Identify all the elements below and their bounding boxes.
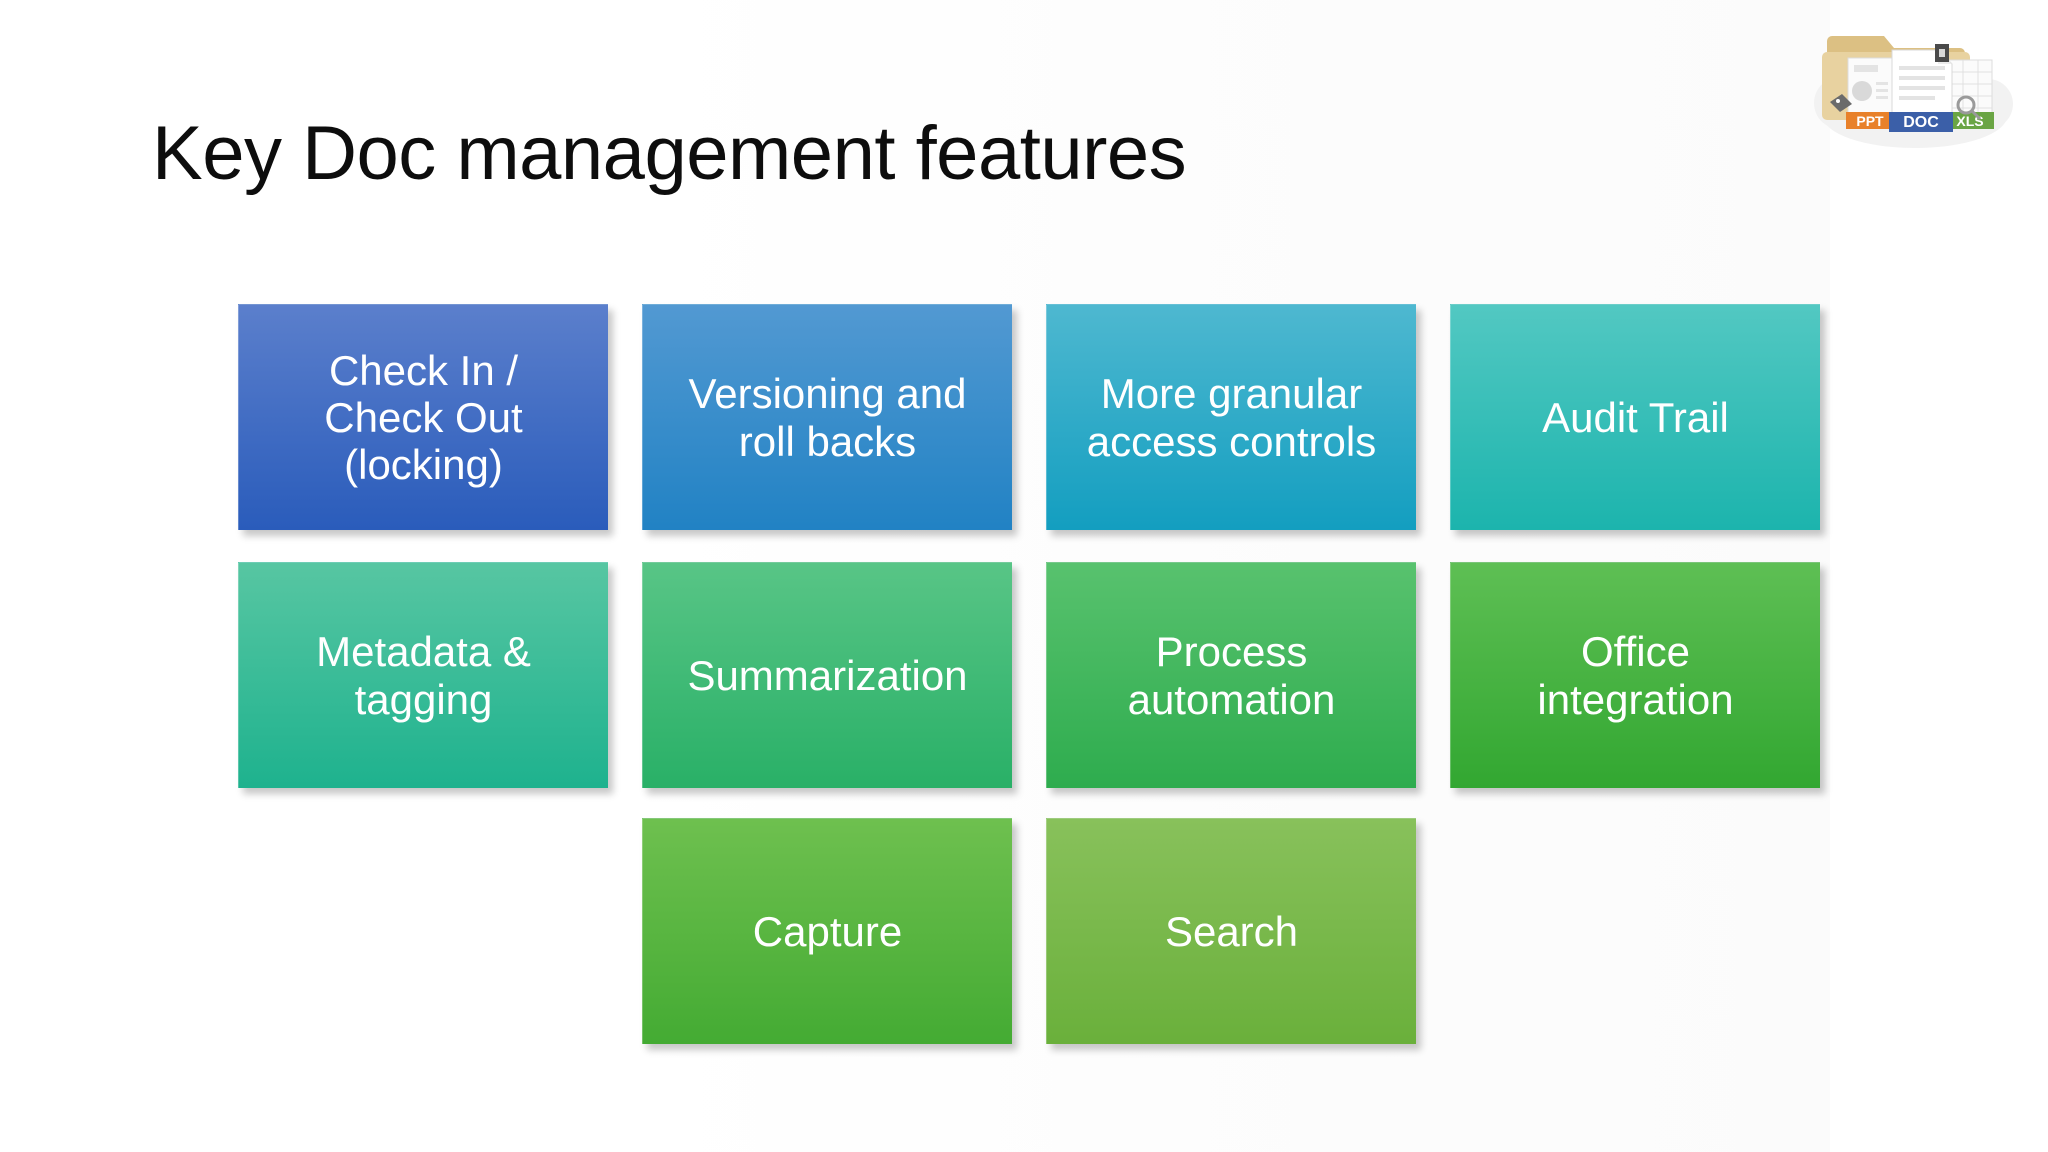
feature-tile[interactable]: Check In / Check Out (locking) — [238, 304, 608, 530]
svg-text:XLS: XLS — [1956, 113, 1983, 129]
feature-tile-label: Versioning and roll backs — [688, 370, 967, 465]
feature-tile[interactable]: Search — [1046, 818, 1416, 1044]
feature-tile[interactable]: Process automation — [1046, 562, 1416, 788]
page-title: Key Doc management features — [152, 111, 1187, 196]
doc-document-icon: DOC — [1889, 49, 1953, 132]
feature-tile-label: Metadata & tagging — [316, 628, 531, 723]
feature-tile-label: Audit Trail — [1542, 393, 1729, 441]
feature-tile[interactable]: Audit Trail — [1450, 304, 1820, 530]
feature-tile-label: Capture — [752, 907, 903, 955]
feature-tile-label: Summarization — [687, 651, 968, 699]
feature-tile[interactable]: Summarization — [642, 562, 1012, 788]
xls-document-icon: XLS — [1946, 59, 1994, 129]
tag-icon — [1830, 94, 1852, 112]
svg-text:DOC: DOC — [1903, 114, 1939, 131]
feature-tile-label: Office integration — [1537, 628, 1734, 723]
document-management-logo: PPT XLS — [1800, 8, 2030, 158]
feature-tile[interactable]: More granular access controls — [1046, 304, 1416, 530]
feature-tile-label: Search — [1164, 907, 1299, 955]
feature-tile[interactable]: Versioning and roll backs — [642, 304, 1012, 530]
feature-tile[interactable]: Capture — [642, 818, 1012, 1044]
feature-tile-label: More granular access controls — [1086, 370, 1377, 465]
magnifier-icon — [1956, 95, 1982, 121]
feature-tile[interactable]: Metadata & tagging — [238, 562, 608, 788]
logo-svg: PPT XLS — [1814, 36, 2013, 148]
ppt-document-icon: PPT — [1846, 57, 1894, 129]
feature-tile-grid: Check In / Check Out (locking) Versioning… — [238, 304, 1820, 1044]
feature-tile[interactable]: Office integration — [1450, 562, 1820, 788]
lock-icon — [1935, 44, 1949, 62]
feature-tile-label: Check In / Check Out (locking) — [324, 346, 523, 489]
svg-text:PPT: PPT — [1856, 113, 1884, 129]
feature-tile-label: Process automation — [1127, 628, 1336, 723]
